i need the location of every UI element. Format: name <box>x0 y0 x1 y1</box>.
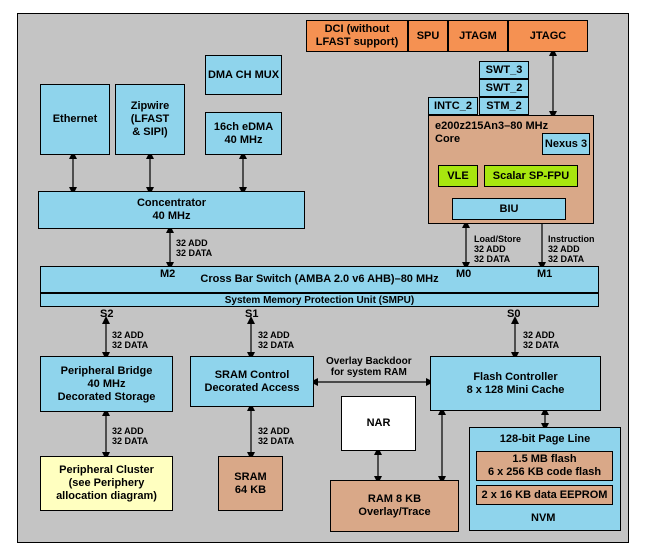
zipwire-label-line1: Zipwire <box>130 100 170 112</box>
cluster-label-line2: (see Periphery <box>68 477 145 489</box>
concentrator-label-line2: 40 MHz <box>152 210 191 222</box>
crossbar-label: Cross Bar Switch (AMBA 2.0 v6 AHB)–80 MH… <box>200 273 439 285</box>
nvm-title-label: 128-bit Page Line <box>499 433 591 445</box>
code-flash-block: 1.5 MB flash 6 x 256 KB code flash <box>476 451 613 481</box>
jtagc-block: JTAGC <box>508 20 588 52</box>
ram8-label-line2: Overlay/Trace <box>358 506 431 518</box>
port-s2: S2 <box>100 308 114 320</box>
vle-block: VLE <box>438 165 478 187</box>
fpu-block: Scalar SP-FPU <box>484 165 578 187</box>
port-m2: M2 <box>160 268 176 280</box>
sram-label-line1: SRAM <box>234 470 267 483</box>
crossbar-switch-block: Cross Bar Switch (AMBA 2.0 v6 AHB)–80 MH… <box>40 266 599 293</box>
swt3-block: SWT_3 <box>479 61 529 79</box>
bridge-label-line2: 40 MHz <box>87 377 126 390</box>
nar-block: NAR <box>341 396 416 451</box>
biu-block: BIU <box>452 198 566 220</box>
nvm-label: NVM <box>531 512 556 524</box>
bridge-label-line1: Peripheral Bridge <box>60 364 153 377</box>
ethernet-block: Ethernet <box>40 84 110 155</box>
jtagm-block: JTAGM <box>448 20 508 52</box>
flash-ctrl-label-line2: 8 x 128 Mini Cache <box>466 383 565 396</box>
port-m0: M0 <box>456 268 472 280</box>
dma-mux-label: DMA CH MUX <box>207 68 280 81</box>
flash-ctrl-label-line1: Flash Controller <box>473 370 558 383</box>
zipwire-label-line2: (LFAST <box>130 113 170 125</box>
core-label-line1: e200z215An3–80 MHz <box>435 120 549 132</box>
ethernet-label: Ethernet <box>52 113 98 125</box>
flash-controller-block: Flash Controller 8 x 128 Mini Cache <box>430 356 601 411</box>
spu-block: SPU <box>408 20 448 52</box>
core-label-line2: Core <box>435 133 461 145</box>
biu-label: BIU <box>499 202 519 215</box>
port-s1: S1 <box>245 308 259 320</box>
swt2-block: SWT_2 <box>479 79 529 97</box>
flash-label-line1: 1.5 MB flash <box>512 453 577 465</box>
data-eeprom-block: 2 x 16 KB data EEPROM <box>476 485 613 505</box>
vle-label: VLE <box>447 169 469 182</box>
concentrator-block: Concentrator 40 MHz <box>38 191 305 229</box>
swt3-label: SWT_3 <box>485 63 523 76</box>
intc2-block: INTC_2 <box>428 97 478 115</box>
stm2-label: STM_2 <box>486 99 522 112</box>
dma-ch-mux-block: DMA CH MUX <box>205 55 282 95</box>
dci-block: DCI (without LFAST support) <box>306 20 408 52</box>
nexus3-block: Nexus 3 <box>542 133 590 155</box>
edma-block: 16ch eDMA 40 MHz <box>205 112 282 155</box>
concentrator-label-line1: Concentrator <box>136 197 207 209</box>
smpu-block: System Memory Protection Unit (SMPU) <box>40 293 599 307</box>
ram8-label-line1: RAM 8 KB <box>367 493 422 505</box>
sram-ctrl-label-line1: SRAM Control <box>214 368 290 381</box>
flash-label-line2: 6 x 256 KB code flash <box>487 466 602 478</box>
spu-label: SPU <box>416 29 440 42</box>
stm2-block: STM_2 <box>479 97 529 115</box>
sram-ctrl-label-line2: Decorated Access <box>204 381 300 394</box>
bridge-label-line3: Decorated Storage <box>57 390 156 403</box>
peripheral-bridge-block: Peripheral Bridge 40 MHz Decorated Stora… <box>40 356 173 412</box>
edma-label-line1: 16ch eDMA <box>213 120 274 133</box>
sram-control-block: SRAM Control Decorated Access <box>190 356 314 407</box>
sram-label-line2: 64 KB <box>234 483 267 496</box>
port-s0: S0 <box>507 308 521 320</box>
zipwire-block: Zipwire (LFAST & SIPI) <box>115 84 185 155</box>
jtagm-label: JTAGM <box>459 29 497 42</box>
peripheral-cluster-block: Peripheral Cluster (see Periphery alloca… <box>40 456 173 511</box>
ram-8kb-block: RAM 8 KB Overlay/Trace <box>330 480 459 532</box>
nar-label: NAR <box>366 417 391 429</box>
smpu-label: System Memory Protection Unit (SMPU) <box>224 294 415 306</box>
nexus3-label: Nexus 3 <box>544 137 588 150</box>
sram-block: SRAM 64 KB <box>218 456 283 511</box>
eeprom-label: 2 x 16 KB data EEPROM <box>481 488 608 501</box>
jtagc-label: JTAGC <box>529 29 567 42</box>
swt2-label: SWT_2 <box>485 81 523 94</box>
dci-label-line2: LFAST support) <box>315 36 399 48</box>
port-m1: M1 <box>537 268 553 280</box>
edma-label-line2: 40 MHz <box>224 133 263 146</box>
dci-label-line1: DCI (without <box>324 23 390 35</box>
zipwire-label-line3: & SIPI) <box>132 126 168 138</box>
cluster-label-line3: allocation diagram) <box>56 490 157 502</box>
intc2-label: INTC_2 <box>434 99 472 112</box>
cluster-label-line1: Peripheral Cluster <box>59 464 154 476</box>
fpu-label: Scalar SP-FPU <box>492 169 570 182</box>
